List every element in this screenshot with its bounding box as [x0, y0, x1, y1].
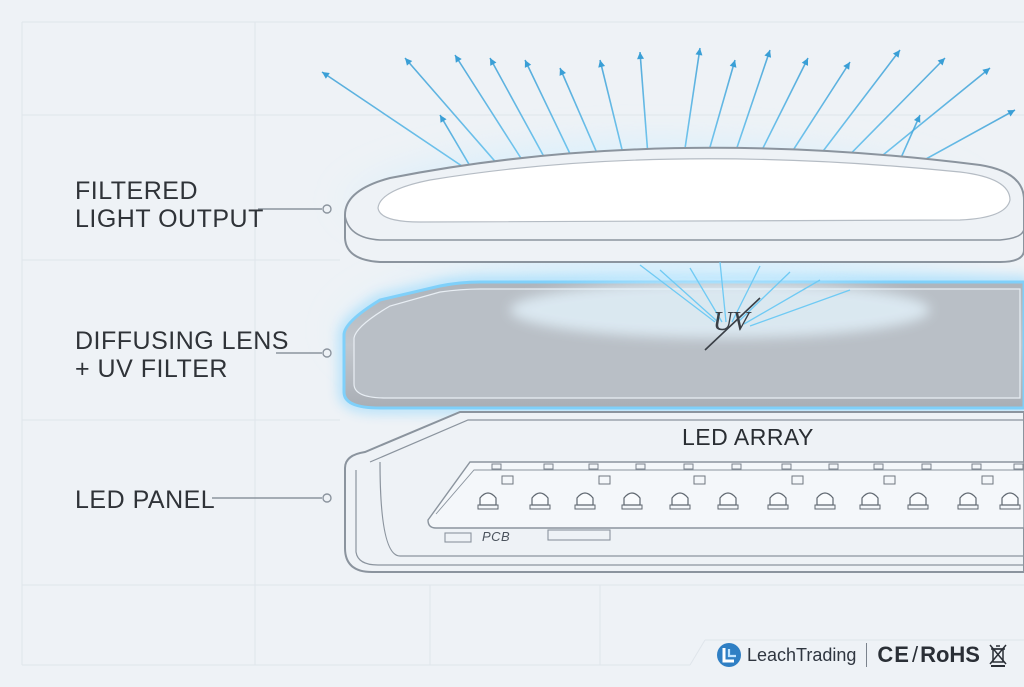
ray-line: [689, 267, 723, 323]
brand-name: LeachTrading: [747, 644, 857, 665]
ray-line: [719, 261, 727, 323]
ray-arrowhead: [843, 62, 850, 70]
ray-arrowhead: [729, 60, 737, 68]
ray-arrowhead: [937, 58, 945, 66]
background-grid: [21, 21, 1024, 666]
label-filtered-light-output: FILTERED LIGHT OUTPUT: [75, 177, 264, 233]
ray-arrowhead: [440, 115, 447, 123]
led-chip: [669, 463, 706, 510]
led-chip: [767, 463, 804, 510]
ray-arrowhead: [982, 68, 990, 76]
ray-arrowhead: [322, 72, 330, 79]
cert-separator: /: [911, 642, 919, 667]
uv-strike-line: [704, 297, 761, 351]
ray-arrowhead: [405, 58, 413, 66]
ray-line: [743, 279, 821, 325]
led-chip: [907, 463, 932, 510]
ray-arrowhead: [764, 50, 772, 58]
led-chip: [529, 463, 554, 510]
leader-lines: [212, 204, 332, 503]
led-chip: [477, 463, 514, 510]
led-chip: [574, 463, 611, 510]
led-chip: [717, 463, 742, 510]
ray-arrowhead: [598, 60, 606, 68]
ray-arrowheads: [322, 48, 1015, 123]
ray-arrowhead: [913, 115, 921, 123]
leachtrading-logo-icon: [717, 643, 741, 667]
ray-arrowhead: [559, 68, 567, 76]
ray-line: [737, 271, 791, 323]
footer-divider: [866, 643, 868, 667]
led-chip: [859, 463, 896, 510]
label-led-panel: LED PANEL: [75, 486, 216, 514]
pcb-label: PCB: [482, 529, 511, 544]
ray-line: [639, 264, 716, 323]
ce-mark: CE: [877, 642, 910, 667]
led-array-title: LED ARRAY: [682, 424, 814, 450]
crossed-bin-icon: [989, 644, 1007, 667]
rohs-mark: RoHS: [920, 642, 980, 667]
filtered-light-lens: [344, 146, 1024, 263]
led-chip: [957, 463, 994, 510]
footer-brand-strip: LeachTrading CE / RoHS: [716, 640, 1008, 670]
ray-arrowhead: [892, 50, 900, 58]
ray-arrowhead: [637, 52, 645, 60]
led-chip: [999, 463, 1024, 510]
led-array: [477, 463, 1024, 510]
ray-arrowhead: [801, 58, 808, 66]
led-chip: [621, 463, 646, 510]
ray-line: [749, 289, 851, 327]
diffusing-lens: [339, 277, 1024, 413]
ray-arrowhead: [1007, 110, 1015, 117]
ray-arrowhead: [455, 55, 462, 63]
ray-line: [659, 269, 719, 323]
ray-arrowhead: [490, 58, 497, 66]
ray-line: [731, 265, 761, 323]
light-rays-middle: [639, 261, 851, 327]
label-diffusing-lens-uv-filter: DIFFUSING LENS + UV FILTER: [75, 327, 289, 383]
ray-arrowhead: [524, 60, 532, 68]
led-chip: [814, 463, 839, 510]
ray-arrowhead: [695, 48, 703, 56]
uv-blocked-mark: UV: [713, 306, 749, 336]
